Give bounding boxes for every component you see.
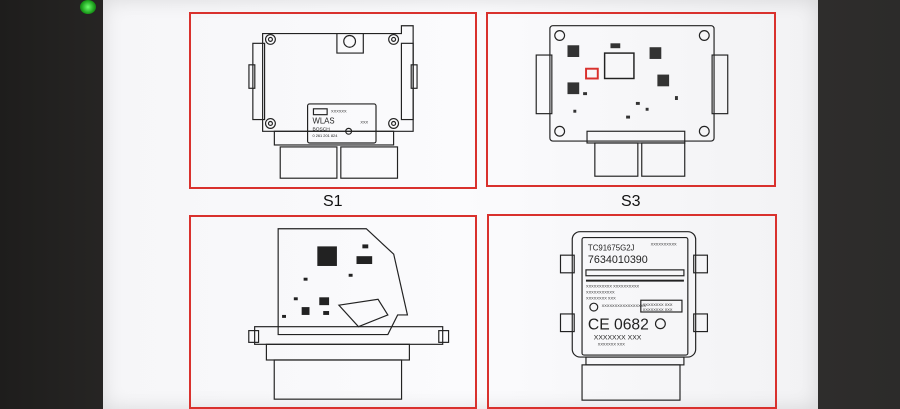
ecu-s4-part-number: 7634010390 xyxy=(588,254,648,266)
caption-s3: S3 xyxy=(621,193,641,210)
ecu-s4-filler-7: XXXXXXXX XXX xyxy=(643,307,673,312)
ecu-s1-brand-1: WLAS xyxy=(312,116,334,125)
panel-s4[interactable]: TC91675G2J 7634010390 CE 0682 XXXXXXX XX… xyxy=(487,214,777,409)
ecu-s4-filler-3: XXXXXXXXXXX xyxy=(586,289,615,294)
ecu-s4-ce-mark: CE 0682 xyxy=(588,317,649,334)
ecu-s4-diagram: TC91675G2J 7634010390 CE 0682 XXXXXXX XX… xyxy=(559,231,709,401)
ecu-s4-code-line: XXXXXXX XXX xyxy=(594,334,642,341)
ecu-s4-filler-8: XXXXXXX XXX xyxy=(598,341,626,346)
ecu-s1-code-2: XXX xyxy=(360,119,368,124)
ecu-s4-filler-4: XXXXXXXX XXX xyxy=(586,295,616,300)
ecu-s1-serial: 0 261 201 824 xyxy=(312,133,338,138)
panel-s1[interactable]: WLAS BOSCH 0 261 201 824 XXXXXX XXX xyxy=(189,12,477,189)
ecu-s1-code-1: XXXXXX xyxy=(331,109,347,114)
ecu-s4-filler-2: XXXXXXXXXX XXXXXXXXXX xyxy=(586,284,640,289)
ecu-s4-filler-1: XXXXXXXXXX xyxy=(651,241,677,246)
panel-s3[interactable] xyxy=(486,12,776,187)
ecu-s1-diagram: WLAS BOSCH 0 261 201 824 XXXXXX XXX xyxy=(248,25,418,179)
ecu-s1-brand-2: BOSCH xyxy=(312,126,330,132)
ecu-s4-part-code: TC91675G2J xyxy=(588,243,635,252)
screen: WLAS BOSCH 0 261 201 824 XXXXXX XXX S1 xyxy=(103,0,818,409)
panel-s2[interactable] xyxy=(189,215,477,409)
ecu-s3-diagram xyxy=(535,25,729,177)
ecu-s4-filler-6: XXXXXXXX XXX xyxy=(643,302,673,307)
ecu-s2-diagram xyxy=(248,228,450,400)
caption-s1: S1 xyxy=(323,193,343,210)
power-led-icon xyxy=(80,0,96,14)
ecu-s4-filler-5: XXXXXXXXXXXXXXXXX xyxy=(602,303,647,308)
